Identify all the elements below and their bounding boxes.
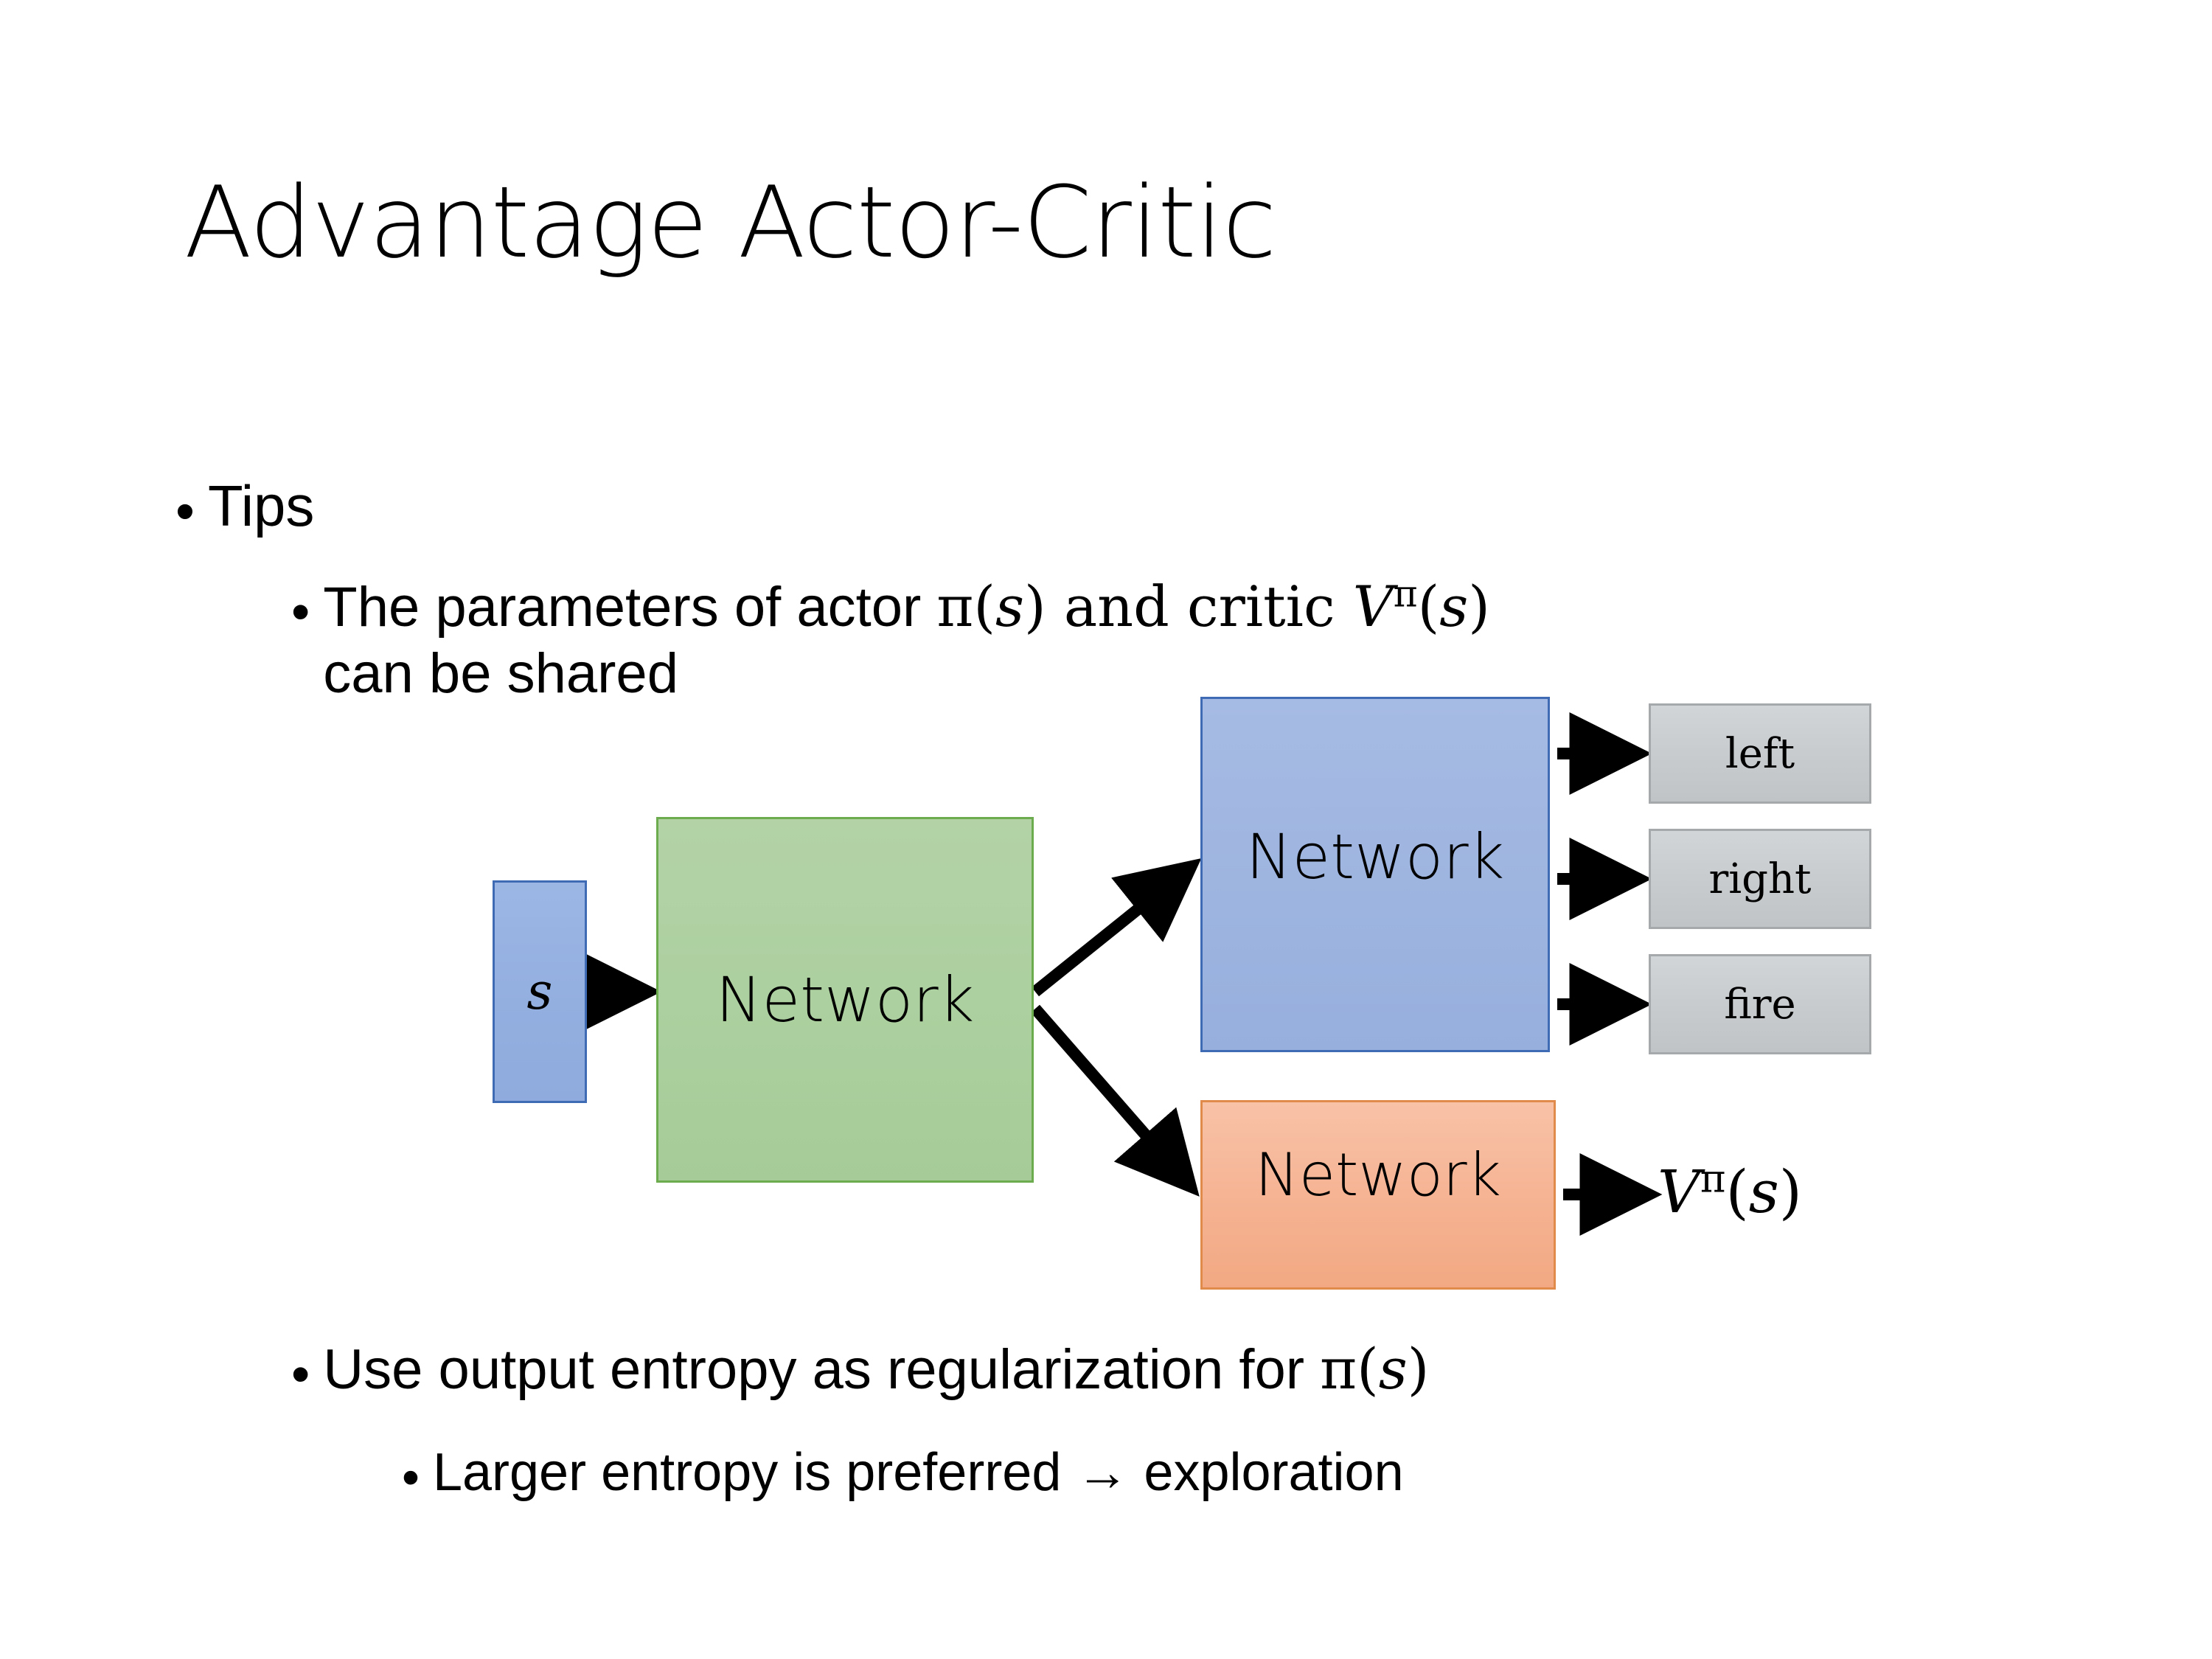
math-paren-close: ) [1778, 1158, 1802, 1226]
input-state-box: s [493, 880, 587, 1103]
text-fragment: The parameters of actor [323, 576, 937, 639]
bullet-larger-entropy-label: Larger entropy is preferred → exploratio… [432, 1443, 1404, 1502]
math-s: s [1748, 1158, 1779, 1226]
math-paren-open-2: ( [1417, 574, 1440, 639]
math-paren-close-and-text: ) and critic [1024, 574, 1353, 639]
bullet-marker-icon: • [291, 1344, 310, 1404]
action-output-left: left [1649, 703, 1871, 804]
math-paren-open: ( [1357, 1336, 1379, 1402]
value-output-label: Vπ(s) [1658, 1158, 1802, 1226]
action-output-left-label: left [1725, 729, 1795, 778]
bullet-marker-icon: • [291, 582, 310, 641]
input-state-label: s [526, 962, 553, 1021]
math-V: V [1352, 574, 1394, 639]
text-fragment: Use output entropy as regularization for [323, 1338, 1321, 1401]
bullet-entropy-regularization: • Use output entropy as regularization f… [291, 1336, 2098, 1403]
action-output-fire: fire [1649, 954, 1871, 1054]
bullet-marker-icon: • [175, 480, 195, 542]
arrow-shared-to-actor [1031, 858, 1202, 997]
shared-network-box: Network [656, 817, 1034, 1183]
action-output-fire-label: fire [1724, 980, 1796, 1029]
math-V: V [1658, 1158, 1700, 1226]
math-s-2: s [1439, 574, 1469, 639]
arrow-shared-to-critic [1030, 1004, 1200, 1197]
page-title: Advantage Actor-Critic [184, 165, 1277, 280]
action-output-right-label: right [1708, 855, 1812, 903]
bullet-marker-icon: • [402, 1450, 420, 1506]
bullet-tips: • Tips [175, 472, 314, 540]
critic-network-box: Network [1200, 1100, 1556, 1290]
critic-network-label: Network [1254, 1141, 1502, 1209]
actor-network-label: Network [1245, 821, 1505, 893]
bullet-shared-parameters-label: The parameters of actor π(s) and critic … [323, 574, 2076, 706]
shared-network-label: Network [715, 964, 975, 1036]
math-pi: π [1320, 1336, 1357, 1402]
text-fragment-2: can be shared [323, 641, 678, 705]
math-paren-close-2: ) [1468, 574, 1490, 639]
math-pi: π [936, 574, 974, 639]
math-s: s [995, 574, 1025, 639]
actor-network-box: Network [1200, 697, 1550, 1052]
math-pi-superscript: π [1393, 571, 1418, 616]
bullet-entropy-regularization-label: Use output entropy as regularization for… [323, 1336, 2098, 1403]
math-paren-open: ( [973, 574, 996, 639]
bullet-larger-entropy: • Larger entropy is preferred → explorat… [402, 1441, 2098, 1504]
action-output-right: right [1649, 829, 1871, 929]
math-paren-open: ( [1725, 1158, 1749, 1226]
math-pi-superscript: π [1700, 1156, 1726, 1202]
math-paren-close: ) [1407, 1336, 1430, 1402]
bullet-shared-parameters: • The parameters of actor π(s) and criti… [291, 574, 2076, 706]
bullet-tips-label: Tips [207, 473, 315, 538]
math-s: s [1378, 1336, 1408, 1402]
